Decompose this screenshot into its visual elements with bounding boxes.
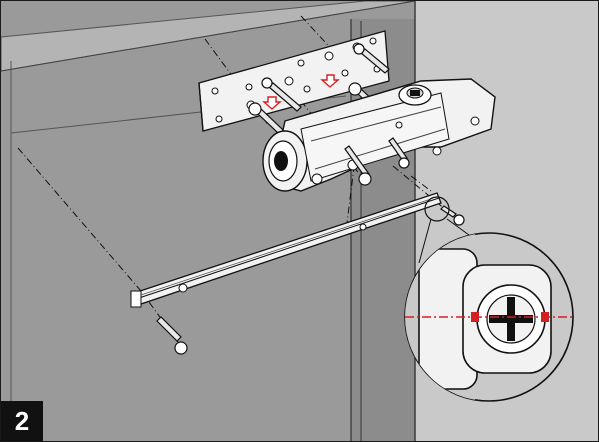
- mounting-plate: [198, 30, 390, 132]
- alignment-arrow-icon: [262, 96, 282, 110]
- door-edge-line: [1, 1, 416, 72]
- step-number: 2: [14, 405, 30, 436]
- callout-connector: [418, 218, 432, 264]
- closer-screws: [344, 137, 410, 186]
- door-closer-body: [262, 78, 496, 192]
- detail-callout-source: [424, 196, 450, 222]
- slide-rail: [130, 192, 442, 308]
- callout-connector: [446, 218, 470, 236]
- rail-end-screw: [156, 316, 188, 355]
- step-number-badge: 2: [1, 401, 43, 441]
- magnified-alignment-detail: [404, 232, 574, 402]
- door-leaf: [1, 1, 415, 441]
- alignment-arrow-icon: [320, 74, 340, 88]
